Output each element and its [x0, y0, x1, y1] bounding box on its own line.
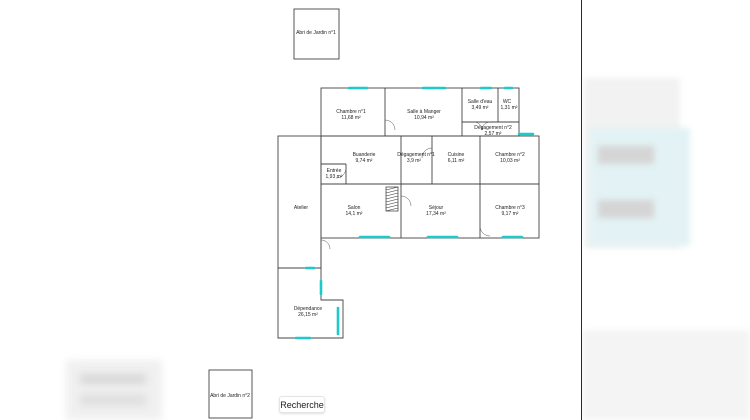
- salle-d-eau-area: 3,49 m²: [472, 105, 489, 111]
- floor-plan: Abri de Jardin n°1 Abri de Jardin n°2 Ch…: [208, 8, 540, 419]
- degagement-2-name: Dégagement n°2: [474, 125, 512, 131]
- panel-divider: [581, 0, 582, 420]
- windows: [294, 86, 535, 340]
- salle-d-eau-name: Salle d'eau: [468, 99, 493, 105]
- abri-1-name: Abri de Jardin n°1: [296, 30, 336, 36]
- blurred-line: [598, 200, 654, 218]
- salle-a-manger-area: 10,94 m²: [414, 115, 434, 121]
- salon-area: 14,1 m²: [346, 211, 363, 217]
- chambre-1-area: 11,68 m²: [341, 115, 361, 121]
- salon-name: Salon: [348, 205, 361, 211]
- sejour-name: Séjour: [429, 205, 444, 211]
- search-button[interactable]: Recherche: [279, 396, 325, 413]
- salle-a-manger-name: Salle à Manger: [407, 109, 441, 115]
- cuisine-name: Cuisine: [448, 152, 465, 158]
- blurred-thumbnail[interactable]: [66, 360, 162, 420]
- buanderie-area: 9,74 m²: [356, 158, 373, 164]
- doors: [320, 119, 491, 250]
- chambre-3-name: Chambre n°3: [495, 205, 525, 211]
- entree-name: Entrée: [327, 168, 342, 174]
- wc-name: WC: [503, 99, 512, 105]
- blurred-card[interactable]: [582, 330, 750, 420]
- side-panel: [582, 0, 750, 420]
- chambre-2-name: Chambre n°2: [495, 152, 525, 158]
- atelier-name: Atelier: [294, 205, 309, 211]
- chambre-1-name: Chambre n°1: [336, 109, 366, 115]
- wc-area: 1,31 m²: [501, 105, 518, 111]
- dependance-name: Dépendance: [294, 306, 323, 312]
- abri-2-outline: [208, 369, 253, 419]
- staircase: [385, 186, 399, 212]
- degagement-1-name: Dégagement n°1: [397, 152, 435, 158]
- chambre-2-area: 10,03 m²: [500, 158, 520, 164]
- buanderie-name: Buanderie: [353, 152, 376, 158]
- entree-area: 1,93 m²: [326, 174, 343, 180]
- cuisine-area: 6,11 m²: [448, 158, 465, 164]
- sejour-area: 17,34 m²: [426, 211, 446, 217]
- dependance-area: 26,15 m²: [298, 312, 318, 318]
- plan-viewer[interactable]: Abri de Jardin n°1 Abri de Jardin n°2 Ch…: [0, 0, 582, 420]
- abri-2-name: Abri de Jardin n°2: [210, 393, 250, 399]
- blurred-line: [598, 146, 654, 164]
- abri-1-outline: [293, 8, 340, 60]
- degagement-2-area: 2,57 m²: [485, 131, 502, 137]
- degagement-1-area: 3,9 m²: [407, 158, 422, 164]
- chambre-3-area: 9,17 m²: [502, 211, 519, 217]
